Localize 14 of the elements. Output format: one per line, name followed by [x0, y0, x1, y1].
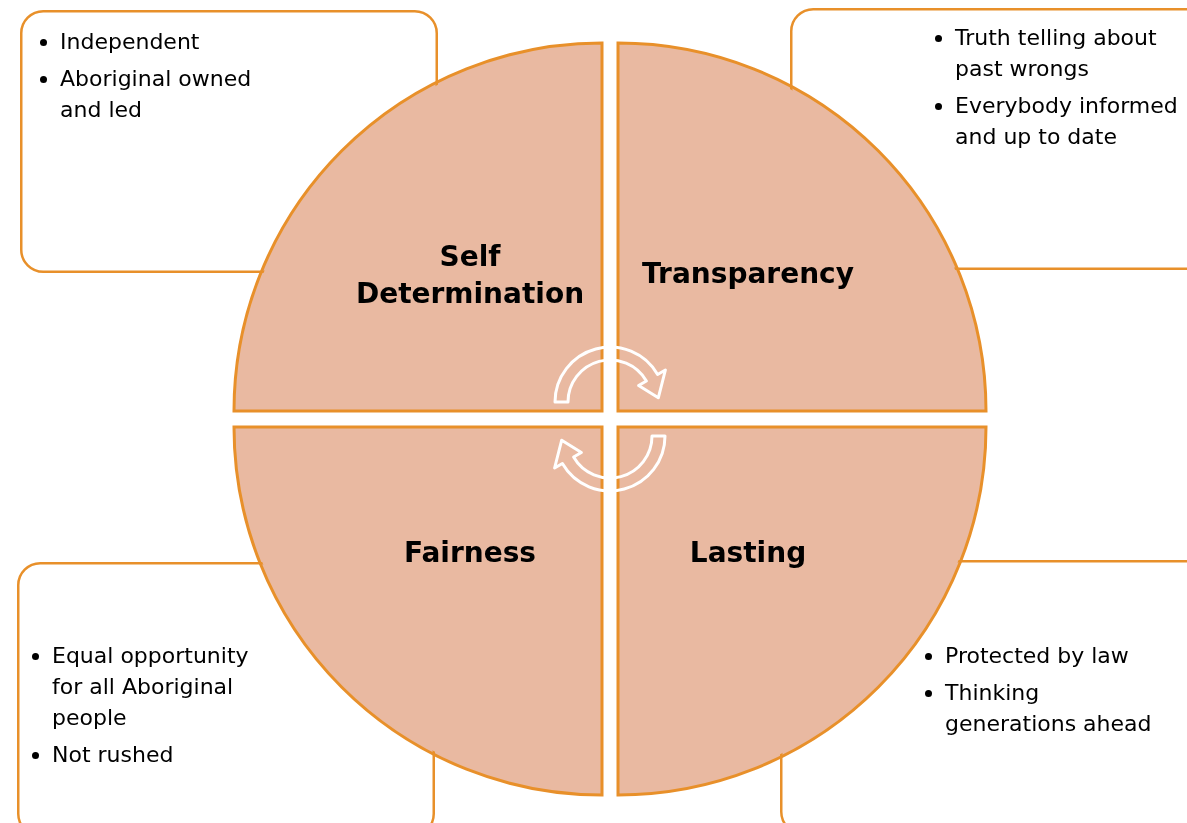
text-box	[17, 562, 435, 823]
bullet-text: Not rushed	[52, 742, 174, 767]
bullet-text: Protected by law	[945, 643, 1129, 668]
bullet-text: Everybody informed and up to date	[955, 93, 1178, 149]
bullet-text: Aboriginal owned and led	[60, 66, 252, 122]
text-box	[20, 10, 438, 273]
quadrant-title: Fairness	[402, 535, 537, 571]
bullet-text: Thinking generations ahead	[945, 680, 1152, 736]
quadrant-title: Transparency	[641, 256, 855, 292]
quadrant-title: Self Determination	[354, 239, 586, 312]
bullet-text: Equal opportunity for all Aboriginal people	[52, 643, 249, 730]
bullet-text: Truth telling about past wrongs	[955, 25, 1157, 81]
bullet-text: Independent	[60, 29, 200, 54]
quadrant-title: Lasting	[688, 535, 808, 571]
